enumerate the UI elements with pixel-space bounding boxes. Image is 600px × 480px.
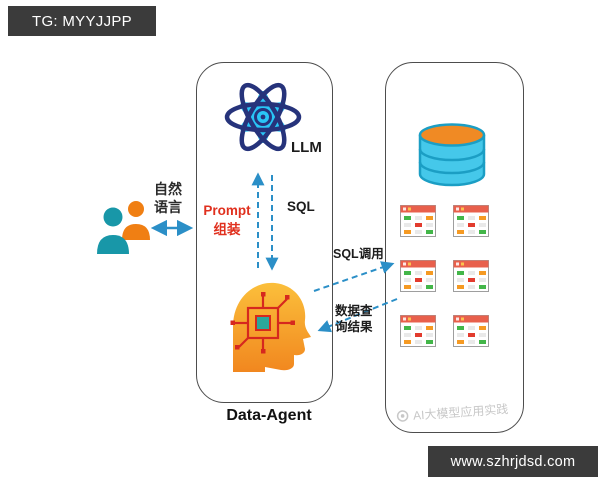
prompt-label: Prompt 组装 [201, 203, 253, 238]
watermark: AI大模型应用实践 [396, 400, 509, 425]
query-result-label: 数据查询结果 [335, 304, 379, 335]
atom-icon [224, 82, 302, 152]
agent-panel [196, 62, 333, 403]
sql-label: SQL [287, 199, 315, 214]
table-icon [400, 205, 436, 237]
watermark-logo-icon [396, 410, 409, 422]
query-result-arrow [317, 298, 398, 333]
query-result-line1: 数据查 [335, 304, 373, 318]
table-icon [400, 260, 436, 292]
table-icon [453, 260, 489, 292]
database-icon [418, 123, 486, 187]
natural-language-line1: 自然 [154, 181, 182, 197]
table-icon [453, 315, 489, 347]
agent-title: Data-Agent [226, 407, 312, 424]
table-icon [453, 205, 489, 237]
natural-language-line2: 语言 [154, 198, 182, 215]
query-result-line2: 询结果 [335, 319, 373, 334]
agent-head-icon [230, 282, 311, 372]
llm-label: LLM [291, 139, 322, 156]
table-icon [400, 315, 436, 347]
natural-language-label: 自然语言 [151, 181, 185, 216]
prompt-line2: 组装 [213, 222, 241, 237]
database-panel [385, 62, 524, 433]
sql-call-arrow [313, 261, 395, 292]
website-badge: www.szhrjdsd.com [428, 446, 598, 477]
user-pair-icon [97, 201, 150, 254]
sql-call-label: SQL调用 [333, 247, 384, 261]
prompt-line1: Prompt [203, 203, 251, 218]
table-icons-grid [400, 205, 489, 347]
channel-badge: TG: MYYJJPP [8, 6, 156, 36]
